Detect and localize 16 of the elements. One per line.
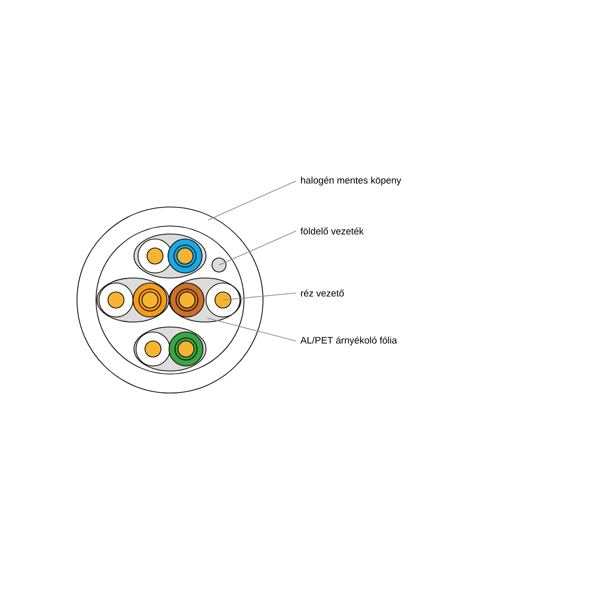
ground-wire <box>212 258 226 272</box>
leader-line <box>222 292 296 300</box>
callout-label: halogén mentes köpeny <box>301 176 402 186</box>
copper-core <box>146 248 164 264</box>
copper-core <box>178 292 196 308</box>
copper-core <box>144 340 162 358</box>
leader-line <box>208 180 296 220</box>
callout-label: AL/PET árnyékoló fólia <box>300 336 398 346</box>
callout-label: földelő vezeték <box>300 227 364 235</box>
leader-line <box>206 318 296 342</box>
copper-core <box>214 292 232 308</box>
copper-core <box>108 292 124 308</box>
copper-core <box>176 248 194 264</box>
callout-label: réz vezető <box>301 289 344 297</box>
copper-core <box>178 340 194 358</box>
copper-core <box>142 292 158 308</box>
